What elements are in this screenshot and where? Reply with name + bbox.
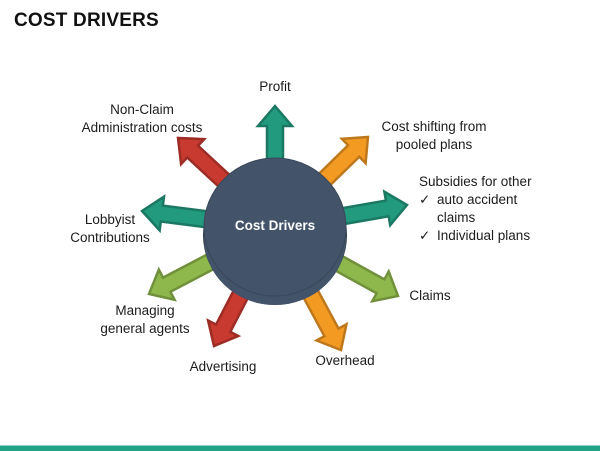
checkmark-icon: ✓ <box>419 228 431 243</box>
label-overhead: Overhead <box>305 352 385 370</box>
label-profit: Profit <box>245 78 305 96</box>
label-line: Overhead <box>315 353 375 368</box>
label-line: pooled plans <box>395 137 473 152</box>
label-line: Advertising <box>189 359 257 374</box>
checkmark-icon: ✓ <box>419 192 431 207</box>
center-label: Cost Drivers <box>234 218 316 233</box>
label-lobbyist: Lobbyist Contributions <box>55 211 165 247</box>
checklist-item: ✓ Individual plans <box>419 227 532 245</box>
label-subsidies: Subsidies for other ✓ auto accident claim… <box>419 173 532 245</box>
label-line: Lobbyist <box>84 212 136 227</box>
label-heading: Subsidies for other <box>419 174 532 189</box>
label-line: Non-Claim <box>110 102 174 117</box>
label-managing-agents: Managing general agents <box>85 302 205 338</box>
label-cost-shifting: Cost shifting from pooled plans <box>364 118 504 154</box>
center-disc <box>203 157 347 297</box>
slide-title: COST DRIVERS <box>14 10 159 31</box>
label-non-claim: Non-Claim Administration costs <box>62 101 222 137</box>
label-line: Managing <box>115 303 175 318</box>
label-line: Cost shifting from <box>381 119 487 134</box>
checklist-text: auto accident <box>437 192 518 207</box>
checklist-text: Individual plans <box>437 228 531 243</box>
label-advertising: Advertising <box>178 358 268 376</box>
label-line: Profit <box>259 79 291 94</box>
label-line: Contributions <box>70 230 150 245</box>
checklist-item-continued: claims <box>419 209 532 227</box>
checklist-item: ✓ auto accident <box>419 191 532 209</box>
checklist-text: claims <box>437 210 476 225</box>
label-line: Administration costs <box>81 120 203 135</box>
label-line: general agents <box>100 321 190 336</box>
footer-accent-bar <box>0 445 600 451</box>
label-claims: Claims <box>400 287 460 305</box>
label-line: Claims <box>409 288 451 303</box>
